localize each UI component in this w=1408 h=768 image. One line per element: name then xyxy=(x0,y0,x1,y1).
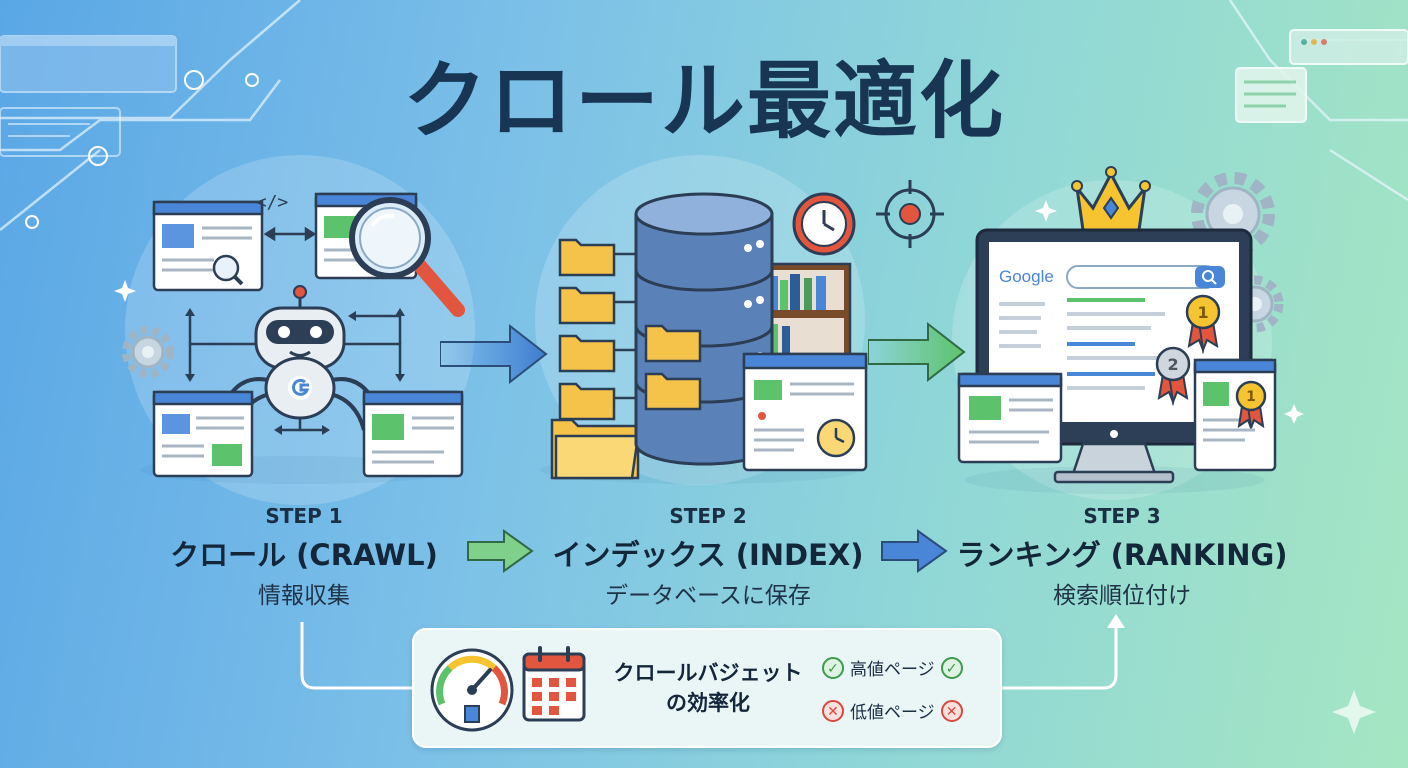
robot-icon xyxy=(222,285,378,431)
clock-icon xyxy=(816,418,856,458)
legend-low-label: 低値ページ xyxy=(850,703,935,723)
check-icon: ✓ xyxy=(822,656,844,679)
legend-high-label: 高値ページ xyxy=(850,660,935,680)
legend-low-value: ✕ 低値ページ ✕ xyxy=(822,698,963,723)
calendar-icon xyxy=(522,646,586,722)
crawl-budget-title-line2: の効率化 xyxy=(666,691,750,715)
webpage-icon xyxy=(152,200,264,292)
step3-desc: 検索順位付け xyxy=(1053,583,1191,609)
step1-desc: 情報収集 xyxy=(258,583,350,609)
gear-icon xyxy=(122,326,174,378)
budget-icons xyxy=(430,646,586,732)
medal-number: 1 xyxy=(1246,389,1256,405)
cross-icon: ✕ xyxy=(822,699,844,722)
arrow-right-icon xyxy=(467,529,534,573)
medal-icon: 1 xyxy=(1185,294,1221,354)
crawl-budget-title-line1: クロールバジェット xyxy=(613,661,803,685)
search-bar: Google xyxy=(999,265,1225,289)
search-logo: Google xyxy=(999,267,1054,286)
medal-icon: 1 xyxy=(1235,380,1267,429)
step3-number: STEP 3 xyxy=(1083,504,1161,528)
page-title: クロール最適化 xyxy=(402,52,1005,150)
cross-icon: ✕ xyxy=(940,699,963,722)
ranking-illustration: Google 1 2 xyxy=(957,166,1284,484)
arrow-right-icon xyxy=(868,321,966,383)
step3-name: ランキング (RANKING) xyxy=(956,538,1288,572)
crawl-budget-title: クロールバジェット の効率化 xyxy=(596,658,820,718)
clock-icon xyxy=(792,192,856,256)
code-tag-icon: </> xyxy=(256,192,289,213)
index-illustration xyxy=(550,192,868,480)
check-icon: ✓ xyxy=(940,656,963,679)
medal-number: 2 xyxy=(1167,355,1178,374)
target-icon xyxy=(876,180,944,248)
arrow-right-icon xyxy=(440,323,548,385)
gauge-icon xyxy=(430,648,514,732)
webpage-icon: 1 xyxy=(1193,358,1277,472)
webpage-icon xyxy=(742,352,868,472)
legend-high-value: ✓ 高値ページ ✓ xyxy=(822,655,963,680)
magnifier-icon xyxy=(349,197,465,317)
search-icon xyxy=(1202,270,1217,285)
folder-icon xyxy=(644,324,702,411)
step2-name: インデックス (INDEX) xyxy=(552,538,864,572)
step1-number: STEP 1 xyxy=(265,504,343,528)
folder-icon xyxy=(550,238,640,480)
step1-name: クロール (CRAWL) xyxy=(170,538,438,572)
medal-number: 1 xyxy=(1197,303,1208,322)
up-arrow-head xyxy=(1107,614,1125,628)
database-icon xyxy=(634,192,774,466)
webpage-icon xyxy=(362,390,464,478)
step2-number: STEP 2 xyxy=(669,504,747,528)
arrow-right-icon xyxy=(881,529,948,573)
code-tag-label: </> xyxy=(256,192,289,213)
webpage-icon xyxy=(957,372,1063,464)
step2-desc: データベースに保存 xyxy=(605,583,811,609)
webpage-icon xyxy=(152,390,254,478)
crawl-illustration: </> xyxy=(122,192,465,478)
medal-icon: 2 xyxy=(1155,346,1191,406)
crown-icon xyxy=(1071,166,1151,232)
